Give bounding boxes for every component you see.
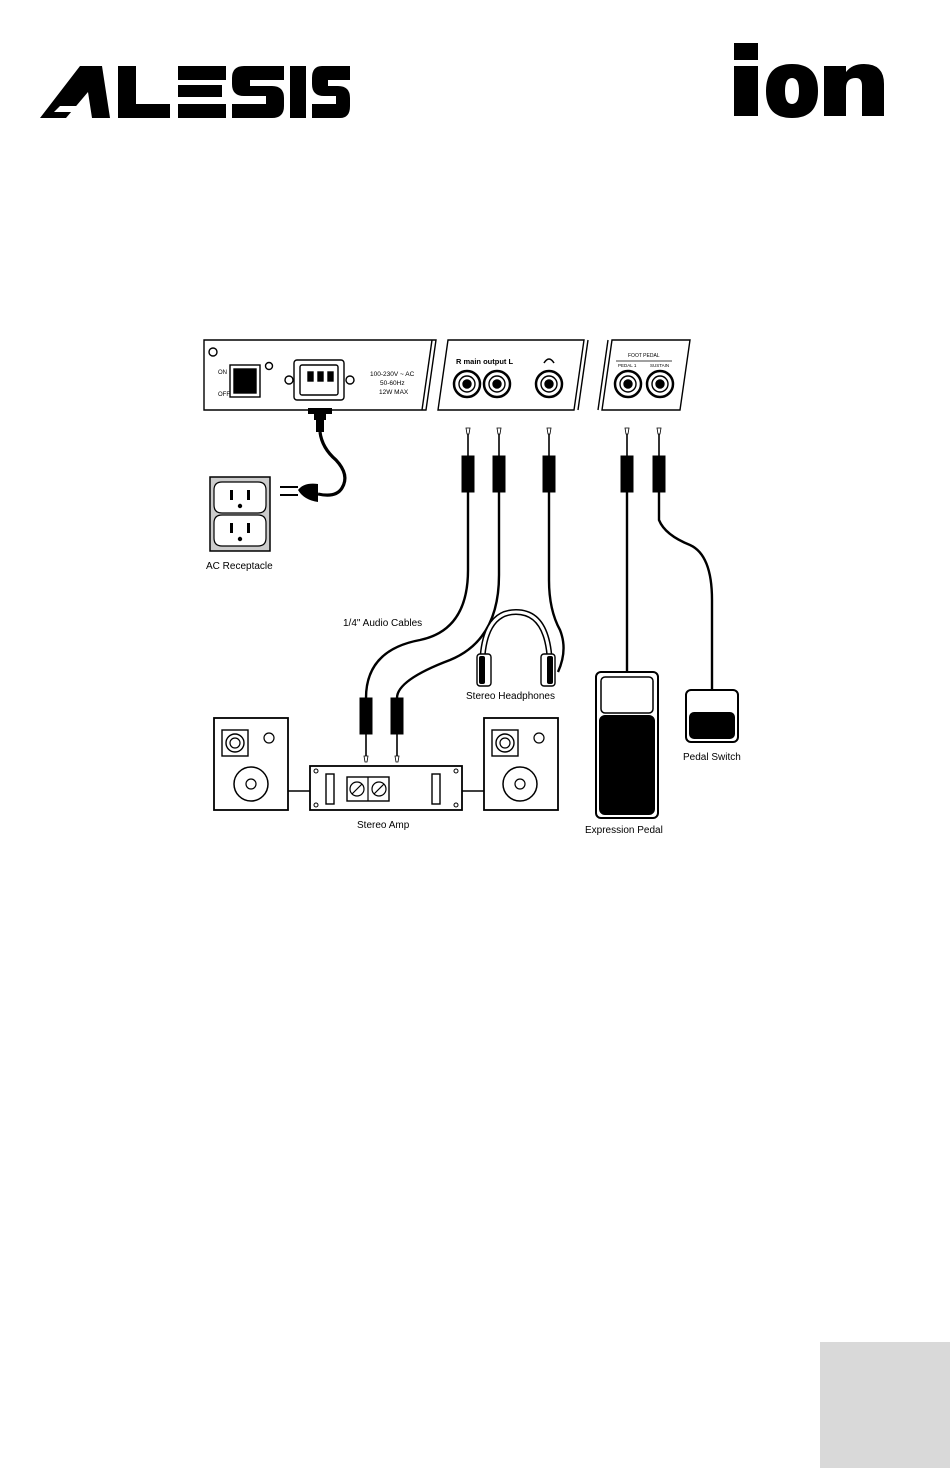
expression-pedal-label: Expression Pedal — [585, 825, 663, 836]
stereo-amp — [310, 766, 462, 810]
power-spec-line1: 100-230V ~ AC — [370, 371, 415, 378]
power-spec-line2: 50-60Hz — [380, 380, 405, 387]
switch-off-label: OFF — [218, 392, 230, 398]
expression-pedal — [596, 672, 658, 818]
plug-headphones — [543, 428, 555, 492]
ac-receptacle — [210, 477, 270, 551]
pedal-panel — [598, 340, 690, 410]
power-spec-line3: 12W MAX — [379, 389, 409, 396]
foot-pedal-label: FOOT PEDAL — [628, 353, 660, 359]
output-panel — [438, 340, 588, 410]
pedal1-jack-label: PEDAL 1 — [618, 363, 637, 368]
plug-main-r — [462, 428, 474, 492]
ac-receptacle-label: AC Receptacle — [206, 561, 273, 572]
amp-plugs — [360, 698, 403, 762]
top-plugs — [462, 428, 665, 492]
cables — [366, 492, 712, 698]
stereo-amp-label: Stereo Amp — [357, 820, 410, 831]
stereo-headphones-label: Stereo Headphones — [466, 691, 555, 702]
pedal-switch-label: Pedal Switch — [683, 752, 741, 763]
plug-pedal1 — [621, 428, 633, 492]
right-speaker — [484, 718, 558, 810]
audio-cables-label: 1/4" Audio Cables — [343, 618, 422, 629]
pedal-switch — [686, 690, 738, 742]
main-output-label: R main output L — [456, 357, 513, 366]
power-cord — [280, 408, 345, 502]
plug-main-l — [493, 428, 505, 492]
switch-on-label: ON — [218, 370, 227, 376]
left-speaker — [214, 718, 288, 810]
sustain-jack-label: SUSTAIN — [650, 363, 669, 368]
page-corner-tab — [820, 1342, 950, 1468]
plug-sustain — [653, 428, 665, 492]
